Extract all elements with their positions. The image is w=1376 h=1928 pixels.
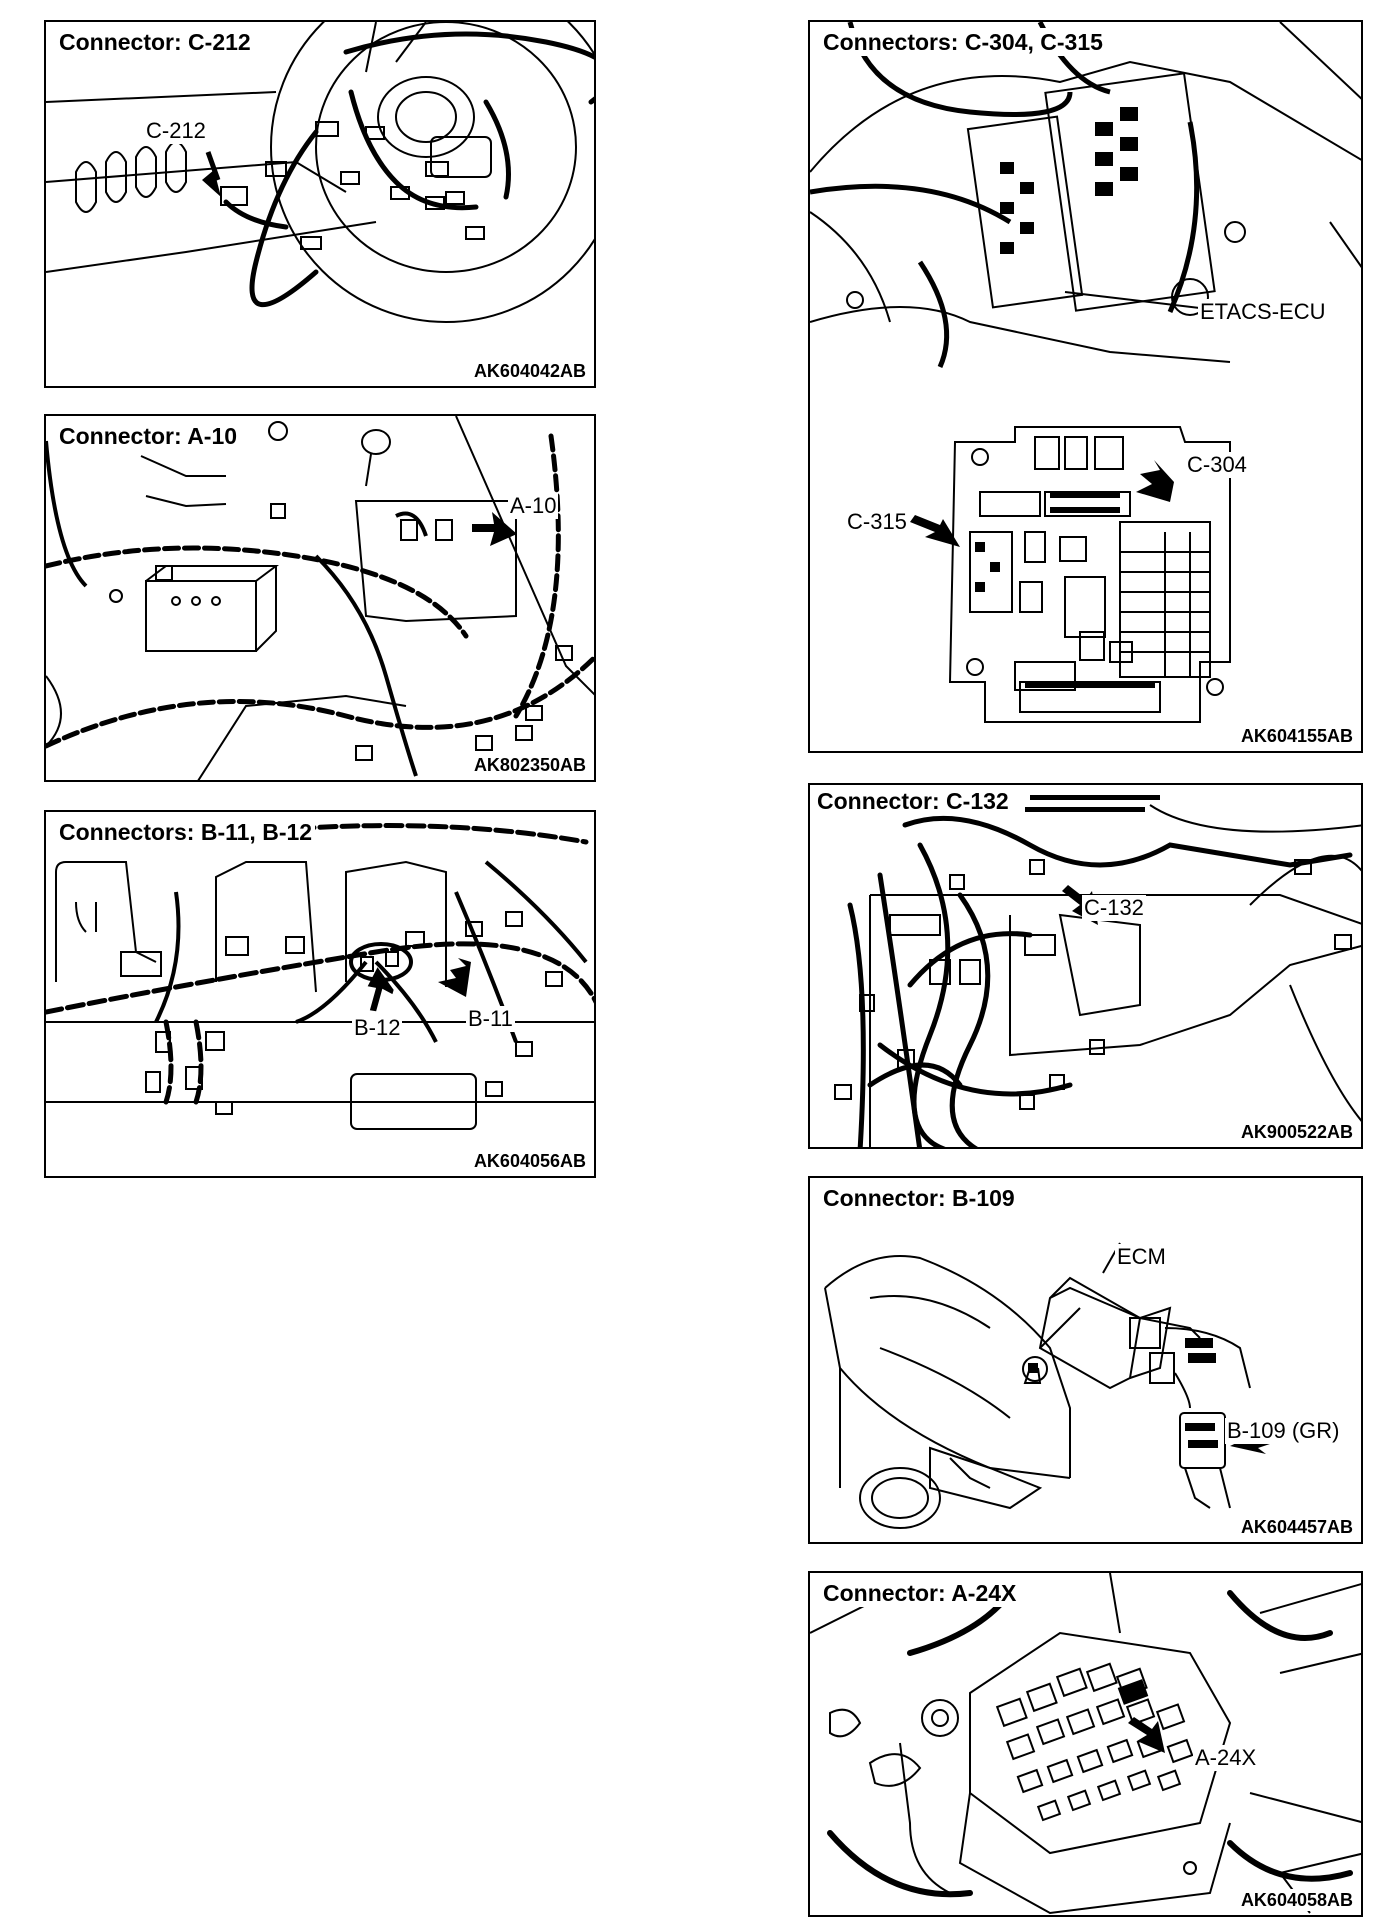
diagram-panel-c212: Connector: C-212 C-212 AK604042AB	[44, 20, 596, 388]
steering-column-illustration	[46, 22, 594, 323]
engine-bay-illustration	[46, 416, 594, 780]
panel-title: Connectors: B-11, B-12	[56, 818, 316, 846]
callout-a10: A-10	[508, 493, 559, 519]
figure-id: AK604457AB	[1238, 1516, 1355, 1538]
engine-room-harness-illustration	[46, 823, 594, 1130]
callout-c315: C-315	[845, 509, 909, 535]
relay-box-illustration	[810, 1573, 1361, 1915]
diagram-panel-b109: Connector: B-109 ECM B-109 (GR) AK604457…	[808, 1176, 1363, 1544]
figure-id: AK900522AB	[1238, 1121, 1355, 1143]
panel-title: Connectors: C-304, C-315	[820, 28, 1106, 56]
diagram-panel-c304-c315: Connectors: C-304, C-315 ETACS-ECU C-304…	[808, 20, 1363, 753]
instrument-panel-harness-illustration	[834, 795, 1361, 1147]
panel-title: Connector: C-212	[56, 28, 254, 56]
diagram-panel-a24x: Connector: A-24X A-24X AK604058AB	[808, 1571, 1363, 1917]
figure-id: AK604058AB	[1238, 1889, 1355, 1911]
callout-c132: C-132	[1082, 895, 1146, 921]
figure-id: AK802350AB	[471, 754, 588, 776]
panel-title: Connector: A-10	[56, 422, 241, 450]
diagram-panel-a10: Connector: A-10 A-10 AK802350AB	[44, 414, 596, 782]
etacs-ecu-illustration	[810, 22, 1361, 723]
figure-id: AK604042AB	[471, 360, 588, 382]
panel-title: Connector: A-24X	[820, 1579, 1020, 1607]
callout-c304: C-304	[1185, 452, 1249, 478]
callout-ecm: ECM	[1115, 1244, 1168, 1270]
figure-id: AK604155AB	[1238, 725, 1355, 747]
panel-title: Connector: C-132	[814, 787, 1012, 815]
callout-b12: B-12	[352, 1015, 403, 1041]
callout-b11: B-11	[466, 1006, 515, 1032]
ecm-location-illustration	[824, 1242, 1282, 1529]
callout-b109: B-109 (GR)	[1225, 1418, 1342, 1444]
callout-etacs-ecu: ETACS-ECU	[1198, 299, 1328, 325]
panel-title: Connector: B-109	[820, 1184, 1018, 1212]
callout-c212: C-212	[144, 118, 208, 144]
diagram-panel-b11-b12: Connectors: B-11, B-12 B-12 B-11 AK60405…	[44, 810, 596, 1178]
diagram-panel-c132: Connector: C-132 C-132 AK900522AB	[808, 783, 1363, 1149]
figure-id: AK604056AB	[471, 1150, 588, 1172]
callout-a24x: A-24X	[1193, 1745, 1259, 1771]
